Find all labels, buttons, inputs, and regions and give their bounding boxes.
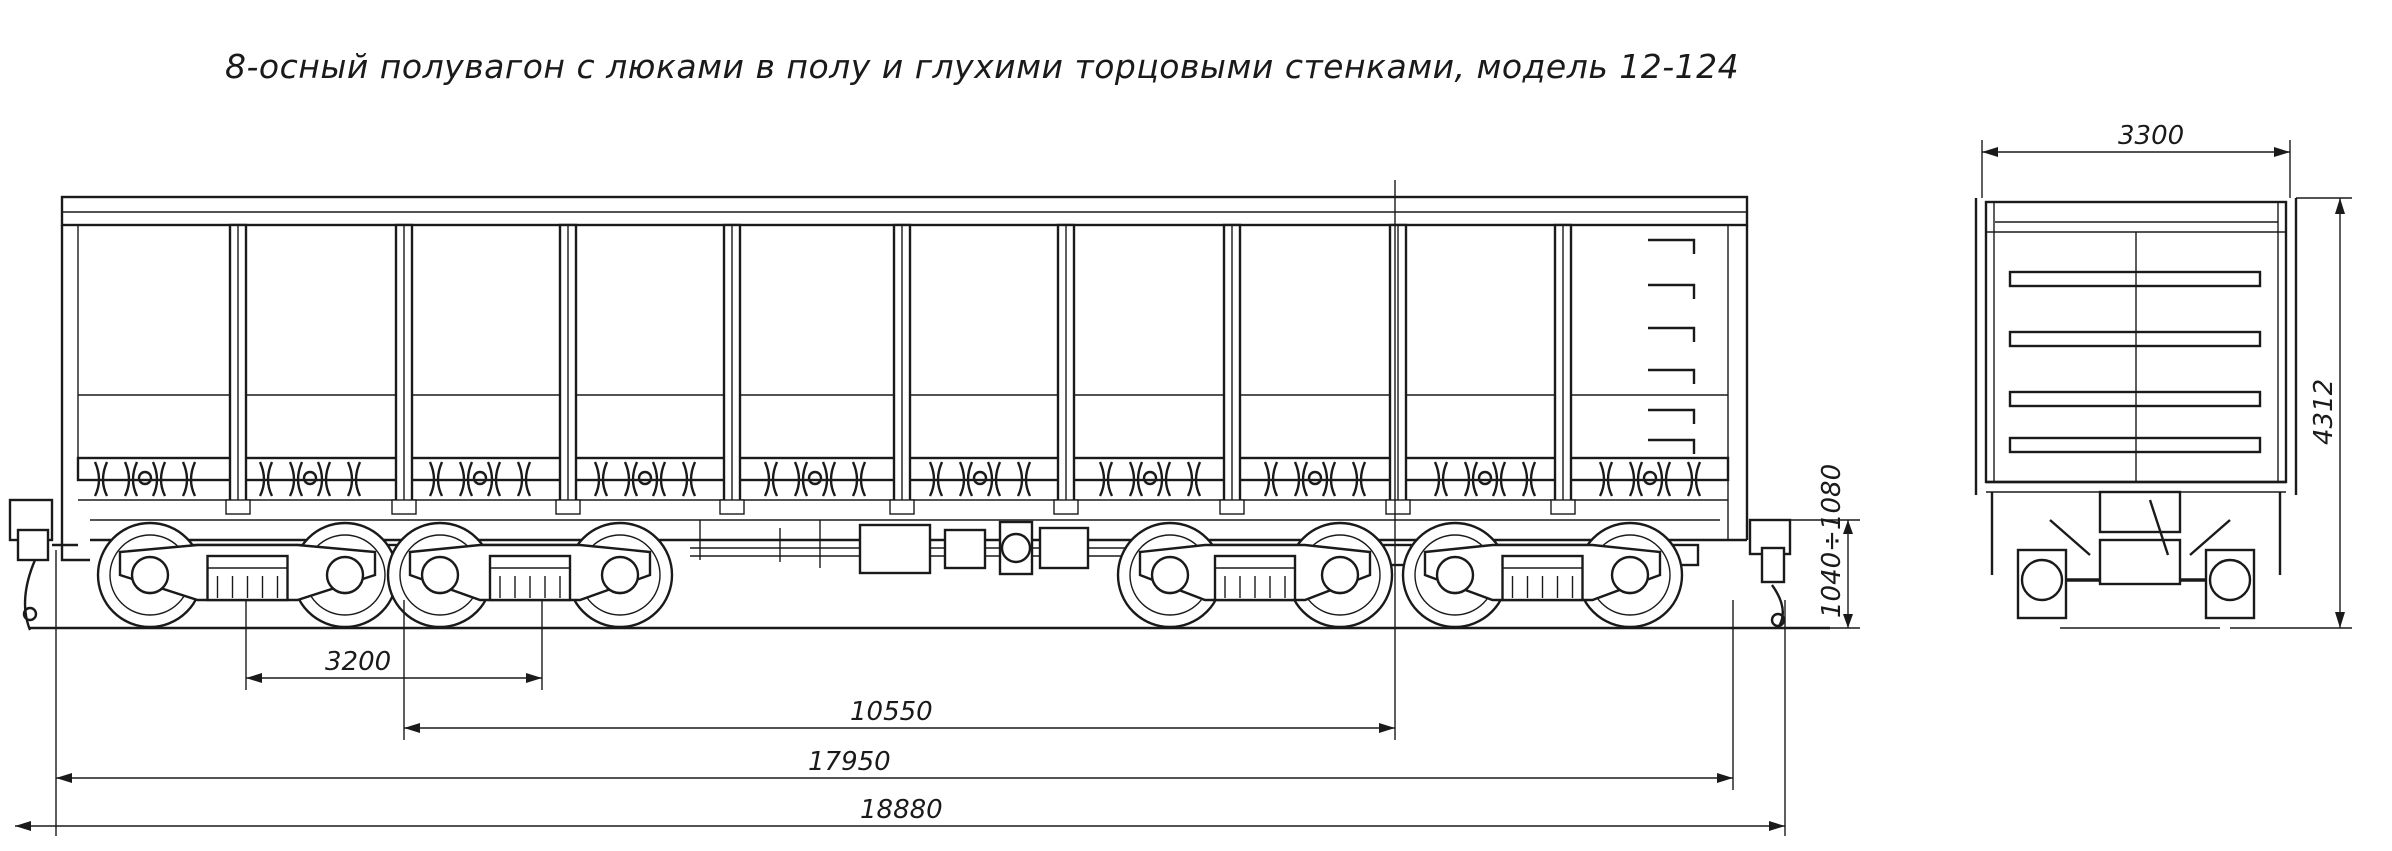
brake-cylinder [858, 523, 932, 575]
coupler-right [1748, 518, 1792, 629]
bogie-frame [1138, 543, 1372, 602]
hatch-lock [428, 461, 532, 497]
dim-label-floor-height: 1040÷1080 [1817, 464, 1847, 618]
hatch-lock [593, 461, 697, 497]
coupler-left [8, 498, 78, 631]
dim-label-18880: 18880 [860, 795, 943, 825]
dim-18880: 18880 [15, 795, 1785, 831]
end-bogie [2016, 490, 2256, 629]
hatch-lock [928, 461, 1032, 497]
dim-label-17950: 17950 [808, 747, 891, 777]
hatch-lock [93, 461, 197, 497]
dim-label-4312: 4312 [2309, 379, 2339, 445]
stanchion [391, 223, 417, 515]
hatch-lock [1433, 461, 1537, 497]
dim-17950: 17950 [56, 747, 1733, 783]
hatch-lock [258, 461, 362, 497]
bogie-frame [118, 543, 377, 602]
drawing-title: 8-осный полувагон с люками в полу и глух… [225, 47, 1739, 86]
bogie-frame [1423, 543, 1662, 602]
stanchion [1219, 223, 1245, 515]
bogies [96, 521, 1684, 629]
extension-lines [55, 180, 1860, 836]
hatch-lock [1098, 461, 1202, 497]
dim-label-3200: 3200 [325, 647, 391, 677]
stanchion [225, 223, 251, 515]
dim-3300: 3300 [1981, 121, 2291, 198]
stanchions [225, 223, 1576, 515]
hatch-lock [1263, 461, 1367, 497]
hatch-lock [763, 461, 867, 497]
stanchion [719, 223, 745, 515]
stanchion [1385, 223, 1411, 515]
hatch-lock [1598, 461, 1702, 497]
dim-label-10550: 10550 [850, 697, 933, 727]
stanchion [1550, 223, 1576, 515]
side-view: 3200 10550 17950 18880 1040÷1080 [8, 180, 1860, 836]
bogie-frame [408, 543, 652, 602]
stanchion [889, 223, 915, 515]
end-body [1974, 198, 2298, 575]
hatch-locks [93, 461, 1702, 497]
stanchion [1053, 223, 1079, 515]
dim-floor-height: 1040÷1080 [1817, 464, 1853, 628]
dim-3200: 3200 [246, 647, 542, 683]
dim-label-3300: 3300 [2118, 121, 2184, 151]
end-view: 3300 4312 [1974, 121, 2352, 629]
dim-10550: 10550 [404, 697, 1395, 733]
stanchion [555, 223, 581, 515]
end-ladder [1648, 238, 1696, 454]
dim-4312: 4312 [2230, 197, 2352, 629]
